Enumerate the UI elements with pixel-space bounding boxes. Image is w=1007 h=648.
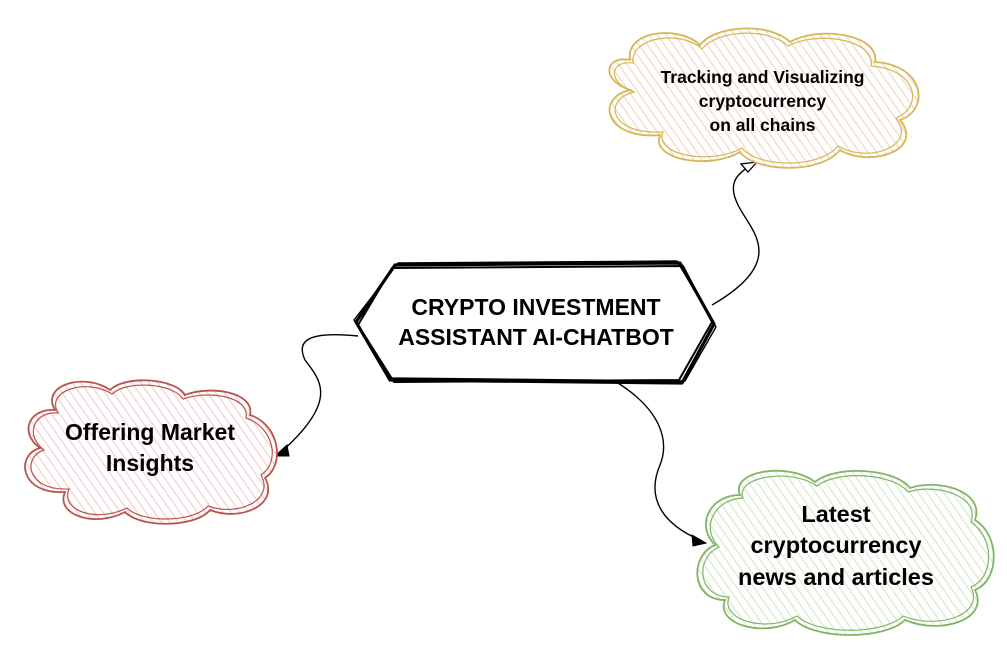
insights-node-line: Offering Market: [65, 419, 235, 446]
connector-to-insights: [279, 334, 359, 454]
tracking-node-line: Tracking and Visualizing: [660, 66, 865, 87]
news-cloud: [696, 469, 995, 636]
arrowhead-filled-icon: [691, 534, 708, 547]
tracking-cloud: [608, 27, 920, 169]
central-node-line: CRYPTO INVESTMENT: [411, 294, 661, 321]
arrowheads: [273, 161, 759, 547]
insights-cloud: [24, 379, 278, 525]
central-node-label: CRYPTO INVESTMENT ASSISTANT AI-CHATBOT: [362, 282, 710, 364]
arrowhead-filled-icon: [273, 444, 290, 457]
insights-node-label: Offering Market Insights: [35, 412, 265, 484]
connectors: [279, 165, 760, 541]
news-node-line: news and articles: [738, 563, 934, 590]
news-node-line: Latest: [801, 501, 871, 528]
central-node: [353, 260, 717, 385]
tracking-node-label: Tracking and Visualizing cryptocurrency …: [620, 62, 905, 140]
tracking-node-line: cryptocurrency: [698, 90, 827, 111]
news-node-label: Latest cryptocurrency news and articles: [712, 494, 960, 598]
arrowhead-open-icon: [739, 161, 759, 173]
insights-node-line: Insights: [105, 450, 195, 476]
connector-to-tracking: [711, 165, 760, 306]
central-node-line: ASSISTANT AI-CHATBOT: [398, 324, 674, 350]
news-node-line: cryptocurrency: [750, 532, 922, 559]
tracking-node-line: on all chains: [709, 115, 816, 136]
connector-to-news: [617, 382, 701, 541]
